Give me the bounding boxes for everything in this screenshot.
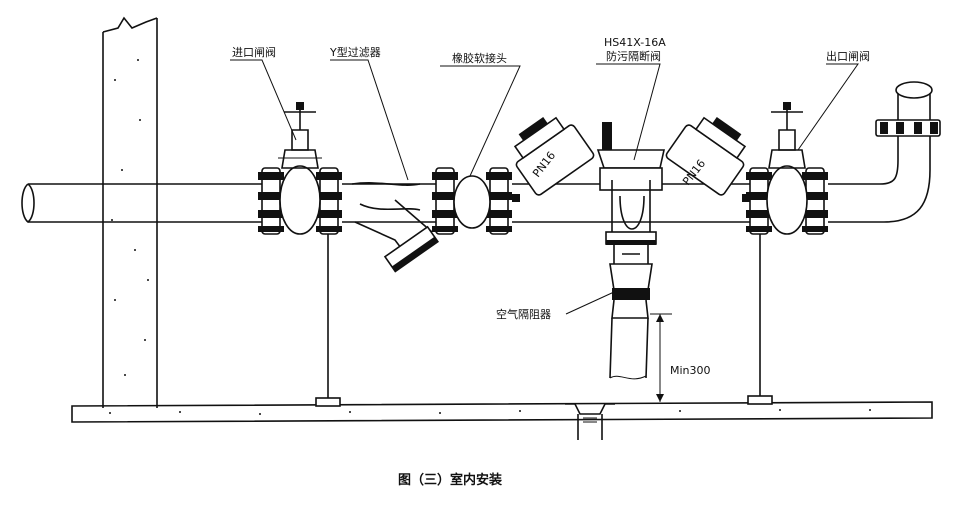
label-inlet-valve: 进口闸阀 (232, 45, 276, 59)
y-strainer (351, 182, 440, 273)
outlet-gate-valve (746, 102, 828, 235)
backflow-preventer: PN16 PN16 (512, 116, 750, 264)
floor-drain (565, 403, 615, 440)
label-backflow-model: HS41X-16A (604, 36, 666, 49)
inlet-gate-valve (258, 102, 342, 235)
air-gap-device (609, 263, 653, 380)
label-outlet-valve: 出口闸阀 (826, 49, 870, 63)
pipe-supports (315, 234, 773, 407)
figure-caption: 图（三）室内安装 (398, 472, 502, 488)
outlet-pipe (828, 81, 941, 223)
label-min-clearance: Min300 (670, 364, 711, 377)
floor-slab (71, 401, 933, 423)
label-air-gap: 空气隔阻器 (496, 307, 551, 321)
label-rubber-joint: 橡胶软接头 (452, 51, 507, 65)
label-y-strainer: Y型过滤器 (329, 45, 381, 59)
label-backflow-name: 防污隔断阀 (606, 49, 661, 63)
leader-lines (230, 59, 859, 315)
inlet-pipe (21, 183, 262, 224)
clearance-dimension: Min300 (650, 313, 711, 402)
wall-column (102, 16, 158, 408)
pipe-segment-1 (342, 183, 440, 223)
rubber-flexible-joint (432, 167, 512, 235)
